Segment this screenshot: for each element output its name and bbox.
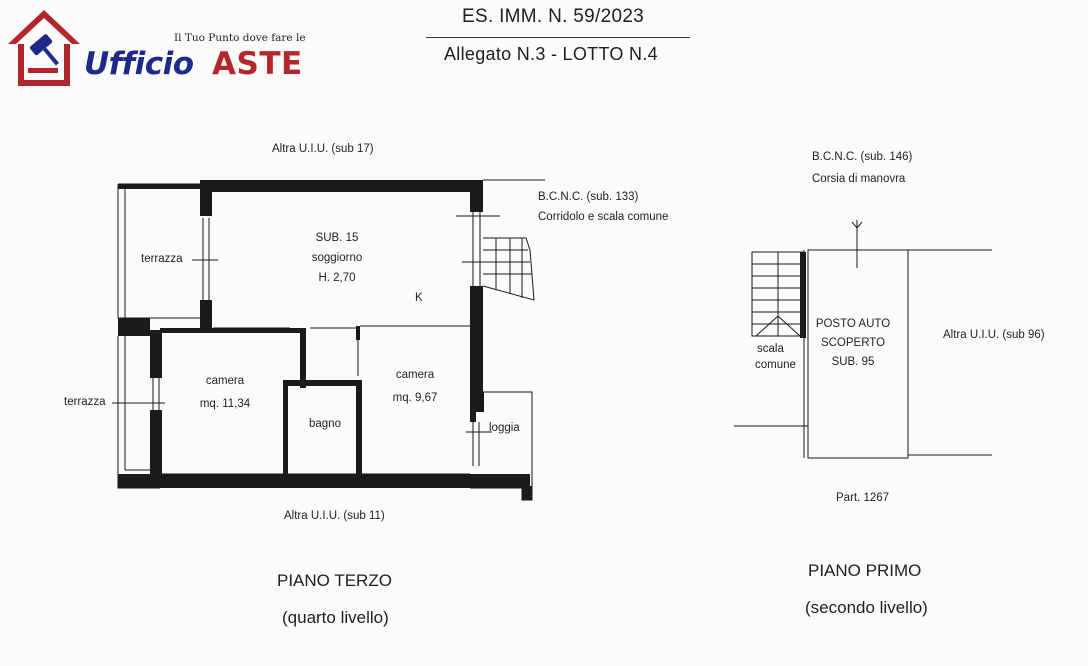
auction-house-icon [8, 10, 80, 86]
logo-word-aste: ASTE [212, 46, 303, 82]
logo-word-ufficio: Ufficio [84, 46, 194, 82]
living-label-2: soggiorno [311, 252, 363, 264]
right-neighbor-label: Altra U.I.U. (sub 96) [943, 329, 1045, 341]
left-floor-level: (quarto livello) [282, 608, 389, 627]
room2-name: camera [395, 369, 435, 381]
parcel-label: Part. 1267 [836, 492, 890, 504]
terrace-top-label: terrazza [141, 253, 183, 265]
bath-label: bagno [309, 418, 341, 430]
right-floor-name: PIANO PRIMO [808, 561, 922, 580]
bcnc-right-label-1: B.C.N.C. (sub. 146) [812, 151, 913, 163]
title-rule [426, 37, 690, 38]
parking-label-2: SCOPERTO [820, 337, 886, 349]
page-subtitle: Allegato N.3 - LOTTO N.4 [444, 44, 658, 64]
parking-label-1: POSTO AUTO [815, 318, 891, 330]
living-label-1: SUB. 15 [315, 232, 359, 244]
bottom-neighbor-label: Altra U.I.U. (sub 11) [284, 510, 385, 522]
bcnc-left-label-1: B.C.N.C. (sub. 133) [538, 191, 639, 203]
logo-tagline: Il Tuo Punto dove fare le [174, 32, 306, 44]
parking-label-3: SUB. 95 [831, 356, 875, 368]
logo: Il Tuo Punto dove fare le Ufficio ASTE [4, 4, 314, 90]
right-floor-level: (secondo livello) [805, 598, 928, 617]
bcnc-right-label-2: Corsia di manovra [812, 173, 906, 185]
stair-right-label-1: scala [757, 343, 784, 355]
room1-name: camera [205, 375, 245, 387]
stair-right-label-2: comune [755, 359, 796, 371]
page-title: ES. IMM. N. 59/2023 [462, 6, 645, 27]
bcnc-left-label-2: Corridolo e scala comune [538, 211, 669, 223]
kitchen-mark: K [415, 292, 423, 304]
loggia-label: loggia [489, 422, 520, 434]
room2-area: mq. 9,67 [392, 392, 438, 404]
left-floor-name: PIANO TERZO [277, 571, 392, 590]
living-label-3: H. 2,70 [318, 272, 356, 284]
terrace-left-label: terrazza [64, 396, 106, 408]
top-neighbor-label: Altra U.I.U. (sub 17) [272, 143, 374, 155]
room1-area: mq. 11,34 [199, 398, 251, 410]
